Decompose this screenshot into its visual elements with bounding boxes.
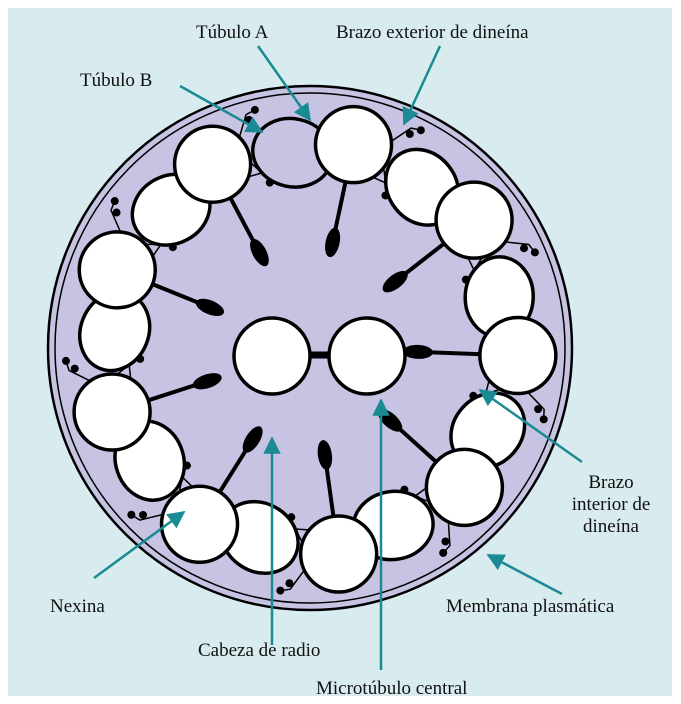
outer-dynein-arm-dot [251,106,259,114]
tubule-a [301,516,377,592]
outer-dynein-arm-dot [520,244,528,252]
label-microtubulo-central: Microtúbulo central [316,678,467,699]
tubule-a [175,126,251,202]
outer-dynein-arm-dot [417,126,425,134]
outer-dynein-arm-dot [285,579,293,587]
tubule-a [79,232,155,308]
central-microtubule-left [234,318,310,394]
label-tubulo-b: Túbulo B [80,70,152,91]
outer-dynein-arm-dot [127,511,135,519]
tubule-a [480,318,556,394]
outer-dynein-arm-dot [441,537,449,545]
tubule-a [162,486,238,562]
label-brazo-interior-line2: interior de [572,494,651,515]
central-microtubule-right [329,318,405,394]
label-brazo-exterior: Brazo exterior de dineína [336,22,529,43]
tubule-a [426,449,502,525]
label-cabeza-radio: Cabeza de radio [198,640,320,661]
label-brazo-interior-line3: dineína [583,516,639,537]
label-brazo-interior-line1: Brazo [588,472,633,493]
outer-dynein-arm-dot [276,587,284,595]
outer-dynein-arm-dot [531,248,539,256]
tubule-a [74,374,150,450]
outer-dynein-arm-dot [534,405,542,413]
label-tubulo-a: Túbulo A [196,22,269,43]
tubule-a [316,107,392,183]
outer-dynein-arm-dot [62,357,70,365]
label-membrana: Membrana plasmática [446,596,615,617]
label-nexina: Nexina [50,596,105,617]
tubule-a [436,182,512,258]
outer-dynein-arm-dot [406,130,414,138]
outer-dynein-arm-dot [139,511,147,519]
outer-dynein-arm-dot [540,415,548,423]
outer-dynein-arm-dot [439,549,447,557]
outer-dynein-arm-dot [71,365,79,373]
outer-dynein-arm-dot [113,209,121,217]
outer-dynein-arm-dot [111,197,119,205]
